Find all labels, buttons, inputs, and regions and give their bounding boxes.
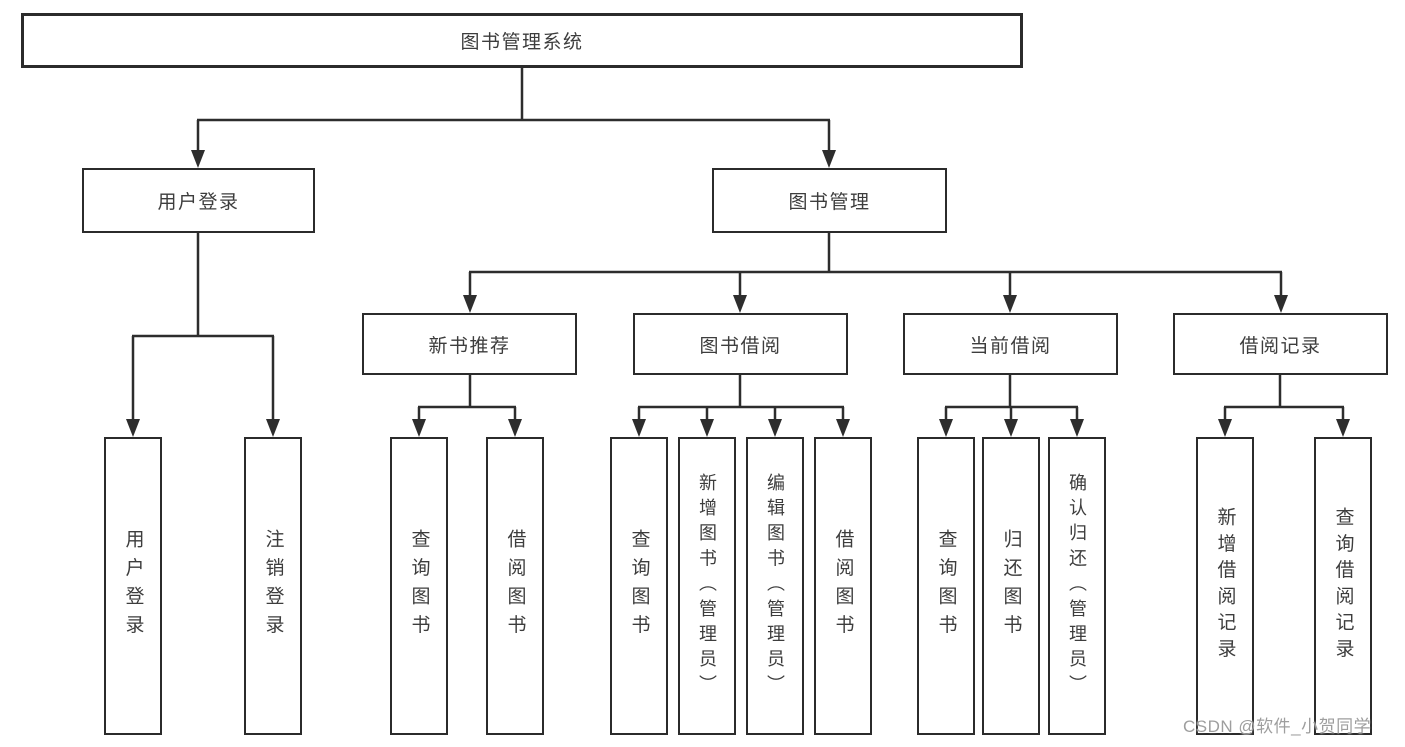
node-new-book-recommend-label: 新书推荐 xyxy=(428,335,511,357)
connector-book-mgmt-to-level3 xyxy=(468,233,1283,298)
leaf-confirm-return-admin-label: 确认归还（管理员） xyxy=(1067,472,1087,700)
leaf-add-books-admin-label: 新增图书（管理员） xyxy=(697,472,717,700)
node-root: 图书管理系统 xyxy=(21,13,1023,68)
leaf-query-books-1: 查询图书 xyxy=(390,437,448,735)
leaf-edit-books-admin: 编辑图书（管理员） xyxy=(746,437,804,735)
leaf-return-books: 归还图书 xyxy=(982,437,1040,735)
leaf-borrow-books-1-label: 借阅图书 xyxy=(504,529,526,643)
leaf-query-books-1-label: 查询图书 xyxy=(408,529,430,643)
leaf-logout-label: 注销登录 xyxy=(262,529,284,643)
node-current-borrowing-label: 当前借阅 xyxy=(969,335,1052,357)
connector-borrow-record-branch xyxy=(1223,375,1345,422)
leaf-query-books-3-label: 查询图书 xyxy=(935,529,957,643)
leaf-borrow-books-2-label: 借阅图书 xyxy=(832,529,854,643)
node-new-book-recommend: 新书推荐 xyxy=(362,313,577,375)
leaf-borrow-books-1: 借阅图书 xyxy=(486,437,544,735)
leaf-edit-books-admin-label: 编辑图书（管理员） xyxy=(765,472,785,700)
leaf-confirm-return-admin: 确认归还（管理员） xyxy=(1048,437,1106,735)
node-book-borrowing: 图书借阅 xyxy=(633,313,848,375)
node-book-management-label: 图书管理 xyxy=(788,192,871,213)
node-borrow-records: 借阅记录 xyxy=(1173,313,1388,375)
csdn-watermark: CSDN @软件_小贺同学 xyxy=(1183,717,1372,736)
arrowheads xyxy=(126,150,1350,437)
node-user-login-label: 用户登录 xyxy=(157,192,240,213)
node-book-borrowing-label: 图书借阅 xyxy=(699,335,782,357)
leaf-user-login: 用户登录 xyxy=(104,437,162,735)
node-borrow-records-label: 借阅记录 xyxy=(1239,335,1322,357)
leaf-logout: 注销登录 xyxy=(244,437,302,735)
leaf-query-books-3: 查询图书 xyxy=(917,437,975,735)
leaf-add-books-admin: 新增图书（管理员） xyxy=(678,437,736,735)
leaf-user-login-label: 用户登录 xyxy=(122,529,144,643)
node-book-management: 图书管理 xyxy=(712,168,947,233)
leaf-add-borrow-record-label: 新增借阅记录 xyxy=(1214,507,1236,665)
leaf-query-borrow-record-label: 查询借阅记录 xyxy=(1332,507,1354,665)
connector-new-book-branch xyxy=(417,375,517,422)
leaf-query-borrow-record: 查询借阅记录 xyxy=(1314,437,1372,735)
leaf-query-books-2-label: 查询图书 xyxy=(628,529,650,643)
leaf-add-borrow-record: 新增借阅记录 xyxy=(1196,437,1254,735)
node-current-borrowing: 当前借阅 xyxy=(903,313,1118,375)
connector-book-borrow-branch xyxy=(637,375,845,422)
connector-user-login-branch xyxy=(131,233,275,422)
connector-root-to-level2 xyxy=(196,67,831,153)
leaf-query-books-2: 查询图书 xyxy=(610,437,668,735)
node-user-login: 用户登录 xyxy=(82,168,315,233)
node-root-label: 图书管理系统 xyxy=(460,32,584,53)
connector-current-borrow-branch xyxy=(944,375,1079,422)
leaf-borrow-books-2: 借阅图书 xyxy=(814,437,872,735)
leaf-return-books-label: 归还图书 xyxy=(1000,529,1022,643)
